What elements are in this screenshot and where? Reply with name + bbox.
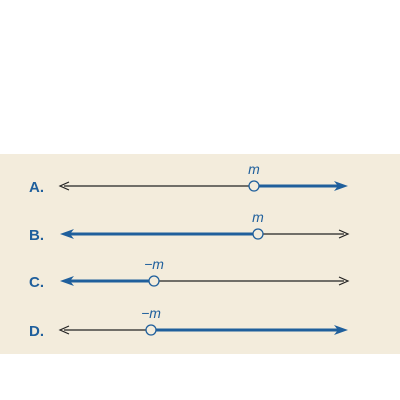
open-point xyxy=(248,180,260,192)
right-arrowhead xyxy=(334,181,348,191)
open-point xyxy=(252,228,264,240)
number-line-diagram: A. m B. m C. xyxy=(0,154,400,354)
point-label: −m xyxy=(144,256,164,272)
point-label: m xyxy=(252,209,264,225)
choice-letter: C. xyxy=(29,274,44,291)
right-arrowhead xyxy=(338,276,350,286)
choice-d[interactable]: D. −m xyxy=(29,305,348,340)
choice-a[interactable]: A. m xyxy=(29,161,348,196)
choice-letter: D. xyxy=(29,323,44,340)
choice-letter: A. xyxy=(29,179,44,196)
open-point xyxy=(145,324,157,336)
choice-b[interactable]: B. m xyxy=(29,209,350,244)
left-arrowhead xyxy=(58,181,70,191)
right-arrowhead xyxy=(338,229,350,239)
choice-letter: B. xyxy=(29,227,44,244)
point-label: −m xyxy=(141,305,161,321)
left-arrowhead xyxy=(60,229,74,239)
right-arrowhead xyxy=(334,325,348,335)
answer-choices-panel: A. m B. m C. xyxy=(0,154,400,354)
open-point xyxy=(148,275,160,287)
choice-c[interactable]: C. −m xyxy=(29,256,350,291)
point-label: m xyxy=(248,161,260,177)
left-arrowhead xyxy=(58,325,70,335)
left-arrowhead xyxy=(60,276,74,286)
